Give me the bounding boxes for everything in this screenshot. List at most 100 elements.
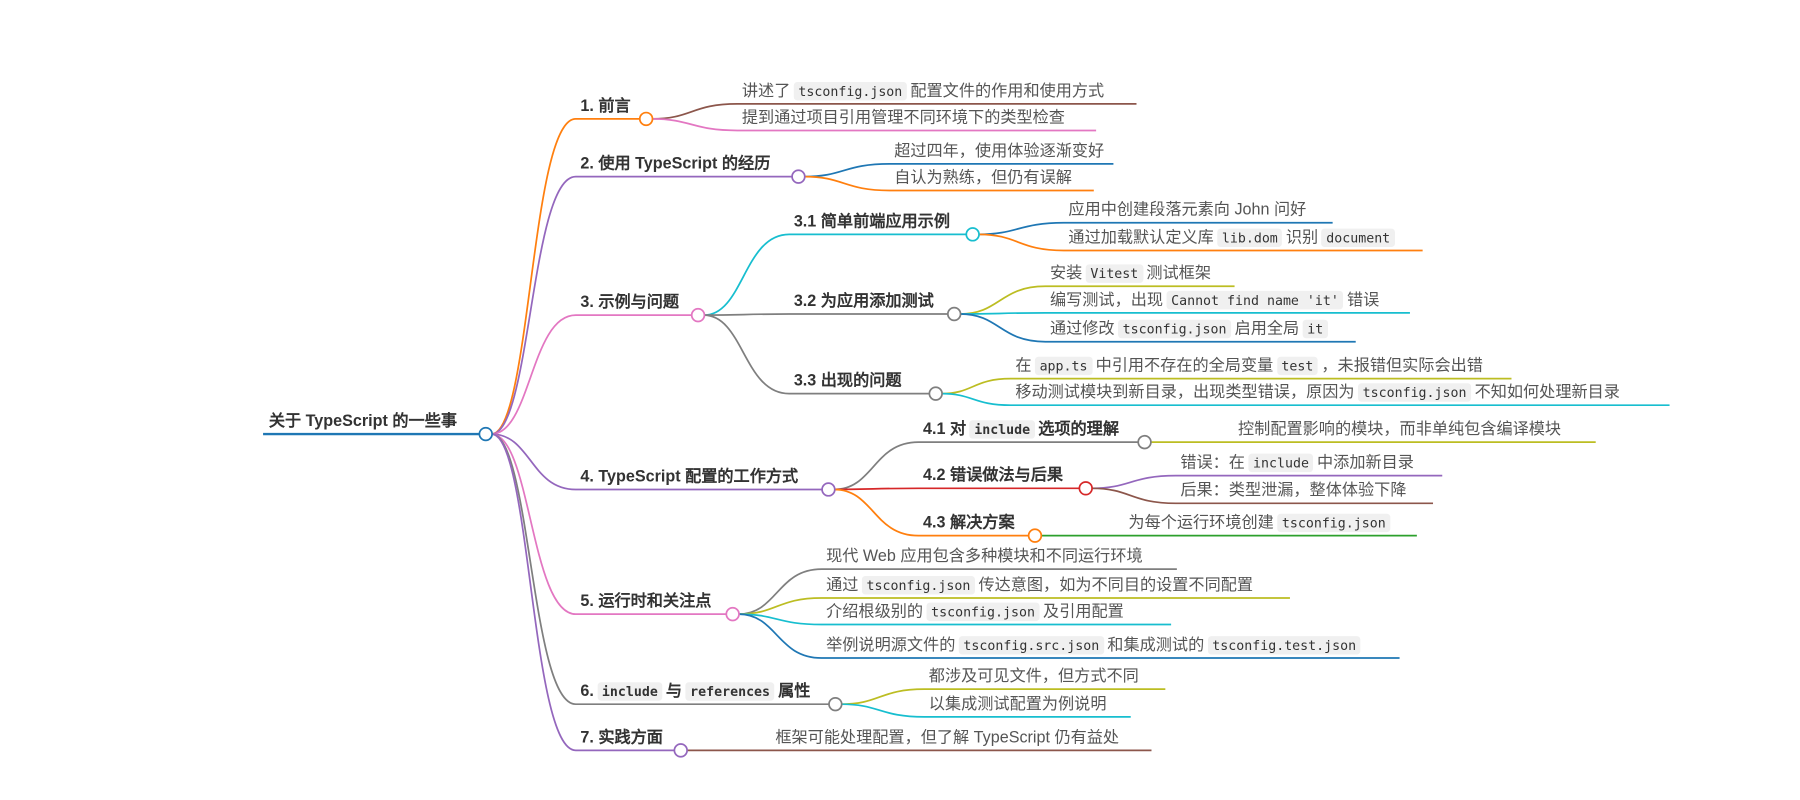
node-text: 1. 前言	[580, 95, 631, 115]
inline-code: document	[1321, 228, 1395, 248]
node-text: 编写测试，出现	[1049, 289, 1164, 309]
collapse-toggle-icon[interactable]	[965, 227, 980, 242]
collapse-toggle-icon[interactable]	[946, 306, 962, 322]
node-text: 4.3 解决方案	[923, 512, 1015, 532]
branch-connector	[738, 597, 1290, 616]
topic-node[interactable]: 3.1 简单前端应用示例	[794, 209, 950, 232]
inline-code: references	[685, 682, 775, 701]
node-text: 在	[1015, 355, 1032, 375]
inline-code: Vitest	[1085, 264, 1143, 283]
branch-connector	[651, 118, 1097, 132]
branch-connector	[491, 433, 823, 491]
collapse-toggle-icon[interactable]	[673, 743, 688, 758]
node-text: 6.	[580, 681, 594, 700]
branch-connector	[841, 688, 1166, 706]
inline-code: tsconfig.test.json	[1207, 636, 1361, 655]
node-text: 错误：在	[1180, 452, 1245, 471]
node-text: 为每个运行环境创建	[1128, 512, 1274, 532]
collapse-toggle-icon[interactable]	[828, 696, 843, 712]
node-text: 测试框架	[1146, 263, 1211, 282]
node-text: 超过四年，使用体验逐渐变好	[894, 140, 1105, 160]
topic-node[interactable]: 5. 运行时和关注点	[580, 589, 711, 612]
node-text: 传达意图，如为不同目的设置不同配置	[978, 574, 1254, 594]
node-text: 介绍根级别的	[826, 601, 924, 620]
inline-code: include	[1248, 453, 1314, 473]
branch-connector	[491, 433, 727, 616]
topic-node[interactable]: 3.2 为应用添加测试	[794, 289, 934, 312]
branch-connector	[804, 163, 1114, 178]
collapse-toggle-icon[interactable]	[638, 111, 654, 127]
node-text: 以集成测试配置为例说明	[928, 693, 1107, 713]
node-text: 4.1 对	[923, 419, 967, 438]
node-text: 及引用配置	[1043, 601, 1124, 620]
inline-code: tsconfig.src.json	[958, 636, 1104, 655]
collapse-toggle-icon[interactable]	[791, 169, 806, 184]
node-text: 举例说明源文件的	[826, 634, 956, 654]
node-text: 安装	[1049, 263, 1083, 282]
collapse-toggle-icon[interactable]	[478, 426, 493, 442]
node-text: 启用全局	[1234, 318, 1300, 338]
root-topic[interactable]: 关于 TypeScript 的一些事	[269, 409, 457, 432]
topic-node[interactable]: 4.2 错误做法与后果	[923, 463, 1063, 486]
node-text: 框架可能处理配置，但了解 TypeScript 仍有益处	[775, 727, 1120, 746]
branch-connector	[1091, 474, 1443, 490]
topic-node[interactable]: 4. TypeScript 配置的工作方式	[580, 464, 798, 487]
topic-node[interactable]: 1. 前言	[580, 94, 630, 117]
branch-connector	[738, 613, 1172, 626]
leaf-node[interactable]: 超过四年，使用体验逐渐变好	[894, 139, 1104, 162]
collapse-toggle-icon[interactable]	[725, 606, 740, 622]
node-text: 3. 示例与问题	[580, 292, 680, 311]
leaf-node[interactable]: 现代 Web 应用包含多种模块和不同运行环境	[826, 544, 1143, 567]
collapse-toggle-icon[interactable]	[690, 307, 706, 323]
leaf-node[interactable]: 后果：类型泄漏，整体体验下降	[1180, 478, 1406, 501]
node-text: 后果：类型泄漏，整体体验下降	[1180, 480, 1407, 499]
branch-connector	[804, 175, 1094, 192]
node-text: 提到通过项目引用管理不同环境下的类型检查	[741, 107, 1065, 126]
topic-node[interactable]: 2. 使用 TypeScript 的经历	[580, 151, 770, 174]
collapse-toggle-icon[interactable]	[1027, 528, 1043, 543]
topic-node[interactable]: 7. 实践方面	[580, 725, 663, 748]
leaf-node[interactable]: 都涉及可见文件，但方式不同	[929, 664, 1139, 687]
node-text: 通过修改	[1049, 318, 1115, 338]
leaf-node[interactable]: 自认为熟练，但仍有误解	[894, 165, 1072, 188]
branch-connector	[834, 488, 1029, 537]
leaf-node[interactable]: 应用中创建段落元素向 John 问好	[1068, 197, 1306, 220]
node-text: 都涉及可见文件，但方式不同	[928, 666, 1139, 685]
topic-node[interactable]: 3. 示例与问题	[580, 290, 679, 313]
leaf-node[interactable]: 提到通过项目引用管理不同环境下的类型检查	[742, 105, 1065, 128]
collapse-toggle-icon[interactable]	[928, 386, 943, 401]
topic-node[interactable]: 4.3 解决方案	[923, 510, 1015, 533]
collapse-toggle-icon[interactable]	[1078, 481, 1093, 496]
collapse-toggle-icon[interactable]	[821, 482, 836, 497]
node-text: 关于 TypeScript 的一些事	[268, 410, 458, 430]
leaf-node[interactable]: 控制配置影响的模块，而非单纯包含编译模块	[1238, 417, 1561, 440]
topic-node[interactable]: 3.3 出现的问题	[794, 368, 902, 391]
branch-connector	[738, 613, 1400, 659]
node-text: 和集成测试的	[1107, 634, 1205, 654]
node-text: 中引用不存在的全局变量	[1095, 355, 1274, 375]
node-text: 识别	[1285, 227, 1319, 246]
leaf-node[interactable]: 以集成测试配置为例说明	[929, 691, 1107, 714]
node-text: 属性	[778, 681, 811, 700]
collapse-toggle-icon[interactable]	[1137, 434, 1152, 450]
branch-connector	[491, 433, 675, 752]
node-text: 现代 Web 应用包含多种模块和不同运行环境	[826, 546, 1143, 565]
branch-connector	[959, 285, 1235, 315]
inline-code: tsconfig.json	[1277, 513, 1391, 533]
leaf-node[interactable]: 框架可能处理配置，但了解 TypeScript 仍有益处	[775, 725, 1119, 748]
